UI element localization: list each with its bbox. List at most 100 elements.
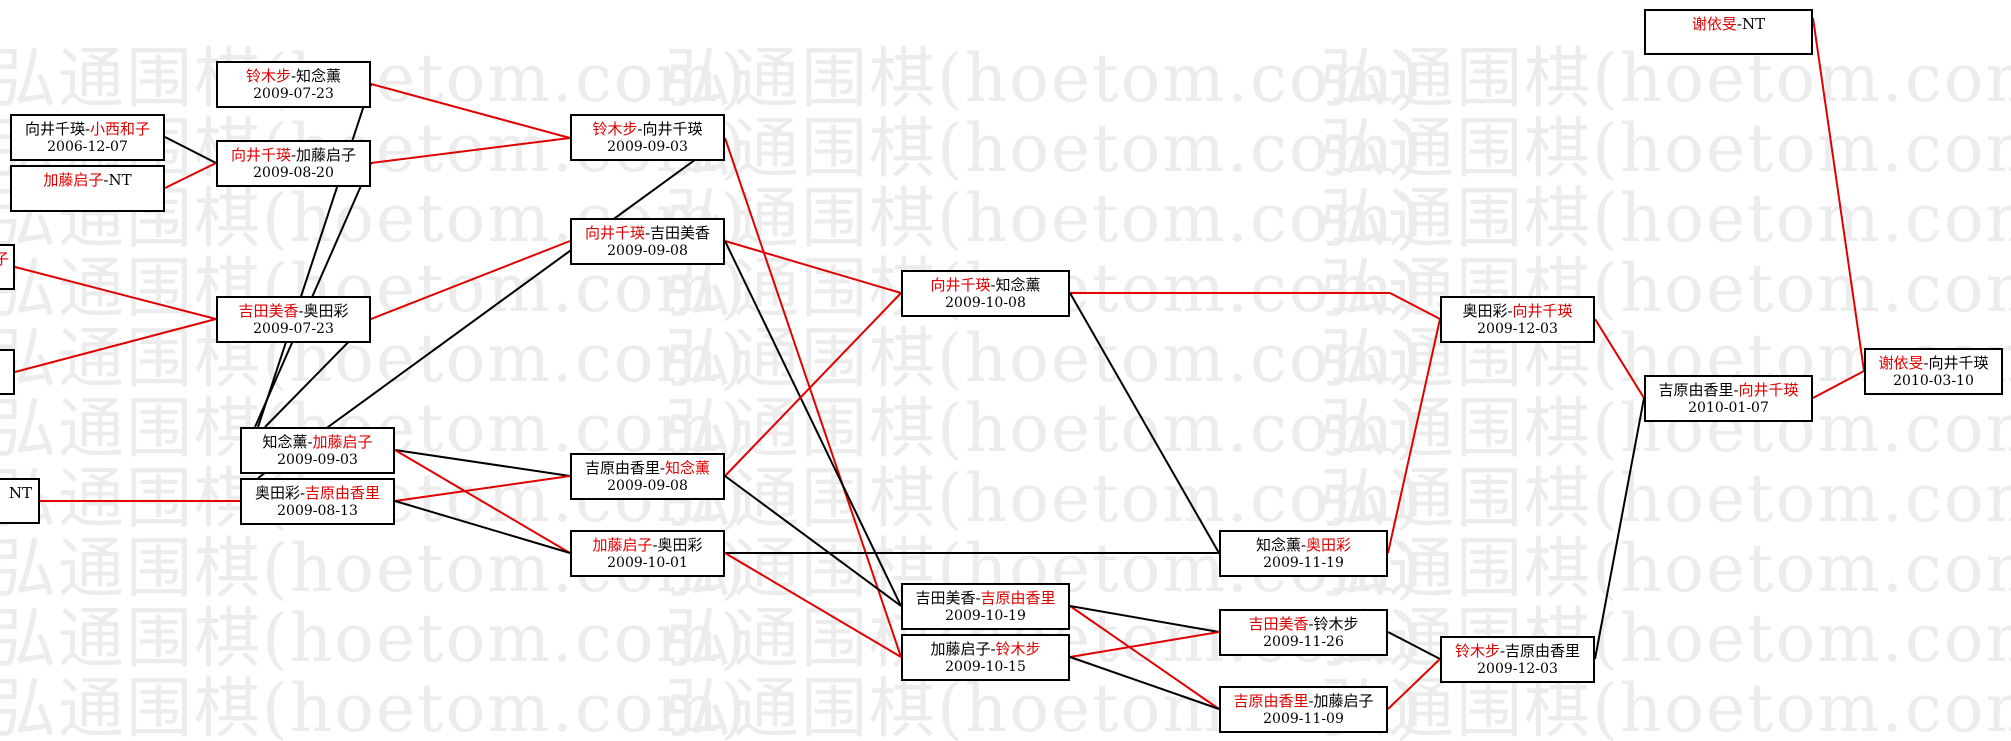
player-name: NT (8, 484, 32, 502)
watermark-line: 弘通围棋(hoetom.com) (1320, 110, 2011, 187)
match-players: 吉原由香里-向井千瑛 (1646, 380, 1811, 400)
match-date: 2009-10-15 (945, 659, 1026, 675)
player-second: NT (1741, 15, 1766, 33)
match-players: 加藤启子-NT (12, 170, 163, 190)
match-date: 2009-07-23 (253, 86, 334, 102)
match-date: 2009-09-08 (607, 243, 688, 259)
player-second: 吉田美香 (650, 224, 711, 242)
watermark-line: 弘通围棋(hoetom.com) (1320, 250, 2011, 327)
player-second: 吉原由香里 (980, 589, 1056, 607)
connector-line (724, 137, 902, 658)
player-first: 吉田美香 (238, 302, 299, 320)
player-separator: - (1736, 15, 1742, 33)
player-separator: - (307, 433, 313, 451)
player-second: 向井千瑛 (642, 120, 703, 138)
match-date: 2009-09-03 (607, 139, 688, 155)
match-players: 知念薰-奥田彩 (1221, 535, 1386, 555)
game-node-clipped-top[interactable]: 子 (0, 244, 15, 290)
player-first: 谢依旻 (1691, 15, 1737, 33)
match-players: 奥田彩-吉原由香里 (242, 483, 393, 503)
match-date: 2009-10-01 (607, 555, 688, 571)
connector-line (1387, 658, 1441, 710)
player-separator: - (659, 459, 666, 477)
watermark-line: 弘通围棋(hoetom.com) (0, 670, 748, 741)
player-first: 奥田彩 (254, 484, 300, 502)
player-first: 铃木步 (245, 67, 291, 85)
player-second: 奥田彩 (657, 536, 703, 554)
match-players: 向井千瑛-加藤启子 (218, 145, 369, 165)
match-players: 吉原由香里-知念薰 (572, 458, 723, 478)
match-date: 2010-03-10 (1893, 373, 1974, 389)
connector-line (724, 552, 902, 658)
connector-line (164, 162, 217, 189)
player-first: 知念薰 (262, 433, 308, 451)
player-separator: - (1308, 615, 1314, 633)
match-date: 2009-08-20 (253, 165, 334, 181)
match-players: 吉田美香-吉原由香里 (903, 588, 1068, 608)
player-first: 向井千瑛 (584, 224, 645, 242)
player-second: 奥田彩 (1306, 536, 1352, 554)
game-node[interactable]: 谢依旻-NT (1644, 9, 1813, 55)
connector-line (724, 475, 902, 607)
watermark-line: 弘通围棋(hoetom.com) (665, 180, 1423, 257)
player-second: 铃木步 (995, 640, 1041, 658)
player-second: 向井千瑛 (1928, 354, 1989, 372)
player-first: 吉原由香里 (584, 459, 660, 477)
player-second: 加藤启子 (1313, 692, 1374, 710)
watermark-line: 弘通围棋(hoetom.com) (665, 40, 1423, 117)
match-date: 2009-08-13 (277, 503, 358, 519)
match-players: 加藤启子-铃木步 (903, 639, 1068, 659)
connector-line (1069, 656, 1220, 710)
player-separator: - (299, 484, 306, 502)
player-first: 奥田彩 (1462, 302, 1508, 320)
game-node[interactable]: 加藤启子-NT (10, 165, 165, 212)
connector-line (370, 137, 571, 164)
player-separator: - (298, 302, 304, 320)
player-second: 吉原由香里 (305, 484, 381, 502)
game-node-clipped-bottom[interactable]: NT (0, 478, 40, 524)
match-players: 吉原由香里-加藤启子 (1221, 691, 1386, 711)
connector-line (164, 136, 217, 164)
player-name: 子 (0, 250, 9, 268)
connector-line (1812, 17, 1865, 372)
player-first: 吉原由香里 (1233, 692, 1309, 710)
player-second: 铃木步 (1313, 615, 1359, 633)
game-node-clipped-mid[interactable] (0, 349, 15, 395)
match-players: 知念薰-加藤启子 (242, 432, 393, 452)
player-separator: - (975, 589, 981, 607)
player-separator: - (1499, 642, 1506, 660)
match-players: 吉田美香-奥田彩 (218, 301, 369, 321)
player-first: 谢依旻 (1878, 354, 1924, 372)
connector-line (394, 475, 571, 502)
player-first: 铃木步 (592, 120, 638, 138)
watermark-line: 弘通围棋(hoetom.com) (0, 600, 748, 677)
player-second: 奥田彩 (303, 302, 349, 320)
player-separator: - (652, 536, 658, 554)
watermark-line: 弘通围棋(hoetom.com) (1320, 530, 2011, 607)
connector-line (370, 83, 571, 139)
player-separator: - (1300, 536, 1307, 554)
player-first: 吉田美香 (915, 589, 976, 607)
match-date: 2009-12-03 (1477, 661, 1558, 677)
player-second: 加藤启子 (312, 433, 373, 451)
